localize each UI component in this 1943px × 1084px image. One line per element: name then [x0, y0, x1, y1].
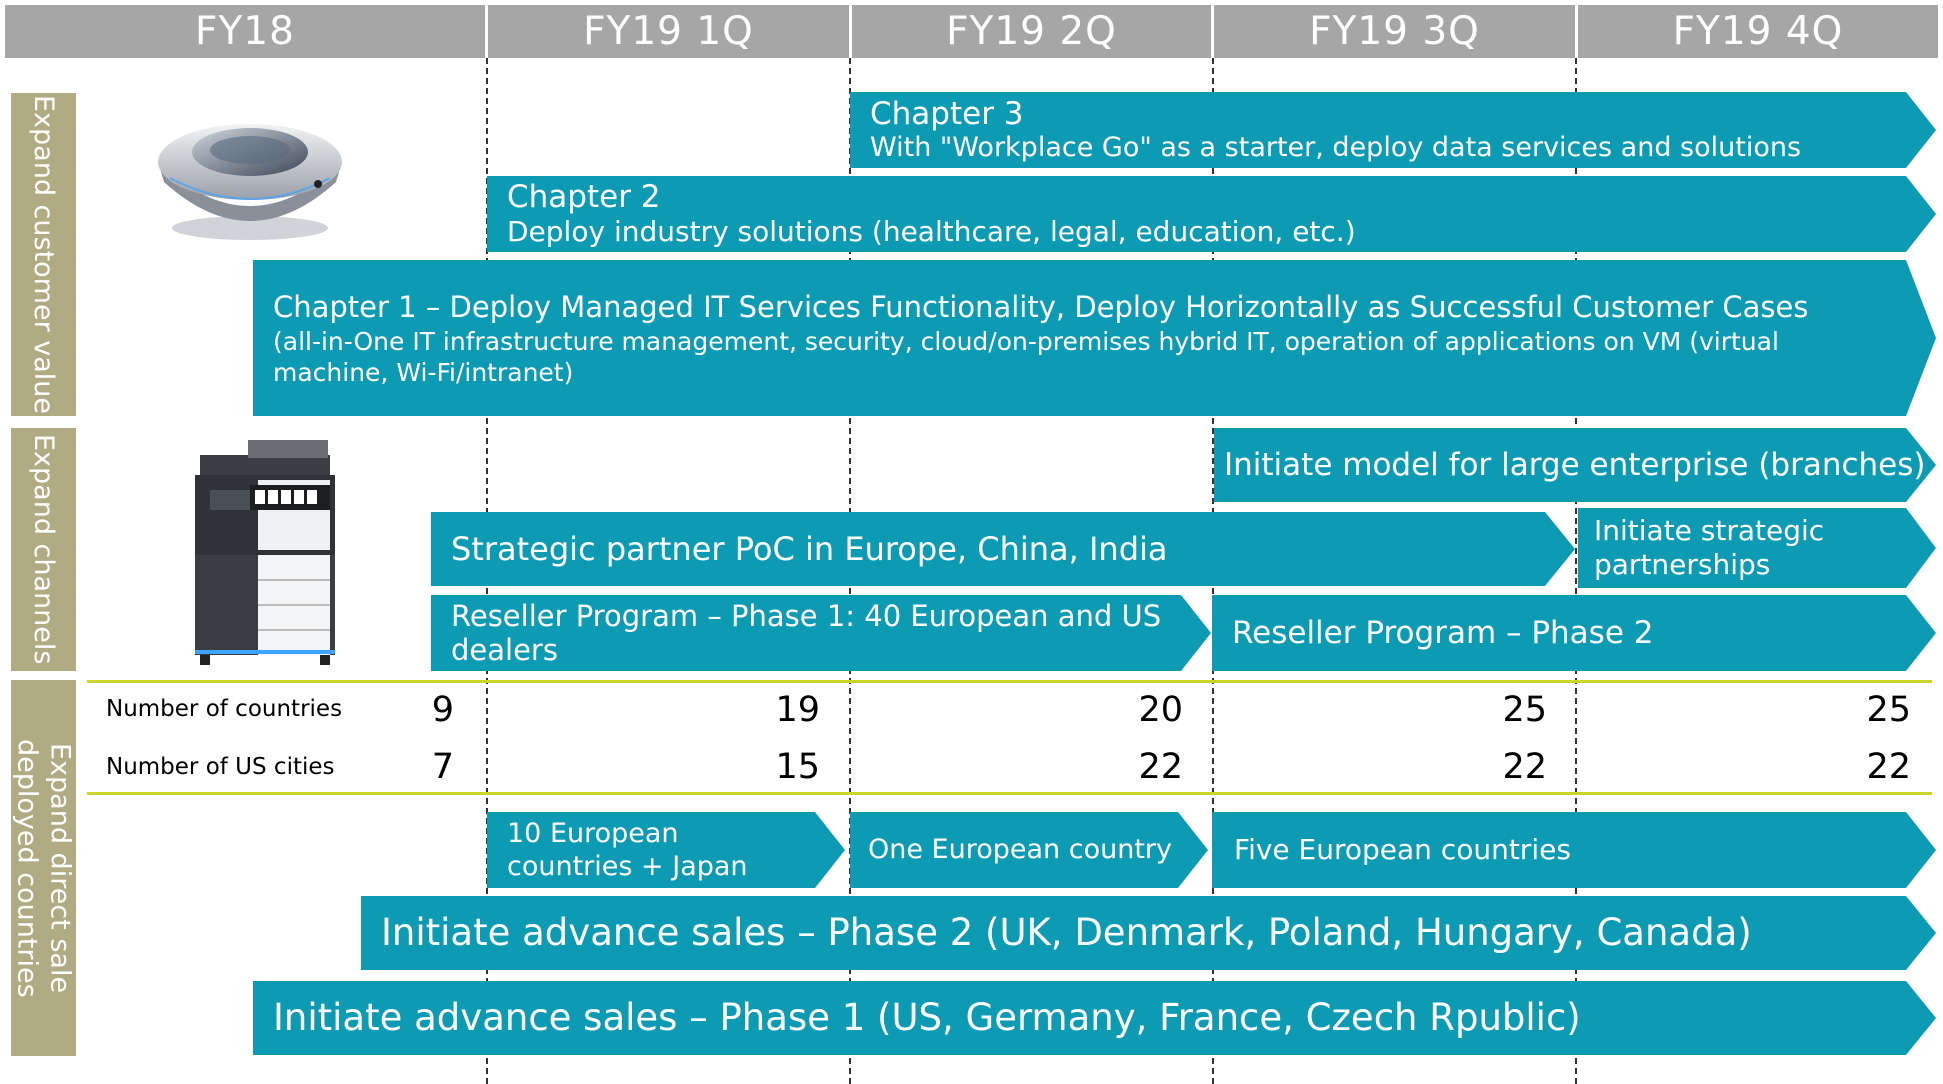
header-label: FY19 4Q	[1672, 9, 1844, 54]
one-eu-arrow: One European country	[850, 812, 1208, 888]
cities-value: 22	[1502, 747, 1547, 787]
strategic-partnerships-arrow: Initiate strategic partnerships	[1578, 508, 1936, 588]
large-enterprise-label: Initiate model for large enterprise (bra…	[1224, 447, 1926, 483]
countries-value: 19	[775, 690, 820, 730]
advance-sales-phase2-label: Initiate advance sales – Phase 2 (UK, De…	[381, 911, 1752, 954]
stats-bottom-rule	[87, 792, 1932, 795]
header-label: FY19 1Q	[583, 9, 754, 54]
chapter3-title: Chapter 3	[870, 96, 1024, 132]
countries-value: 25	[1866, 690, 1911, 730]
chapter3-arrow: Chapter 3 With "Workplace Go" as a start…	[850, 92, 1936, 168]
chapter1-description: (all-in-One IT infrastructure management…	[273, 327, 1779, 387]
advance-sales-phase1-arrow: Initiate advance sales – Phase 1 (US, Ge…	[253, 981, 1936, 1055]
countries-value: 20	[1138, 690, 1183, 730]
five-eu-label: Five European countries	[1234, 833, 1571, 866]
multifunction-printer-icon	[190, 435, 340, 670]
workplace-hub-device-icon	[150, 100, 350, 250]
header-fy19-2q: FY19 2Q	[852, 5, 1211, 58]
countries-value: 25	[1502, 690, 1547, 730]
header-fy18: FY18	[5, 5, 485, 58]
strategic-partnerships-label: Initiate strategic partnerships	[1594, 514, 1825, 581]
cities-value: 7	[431, 747, 454, 787]
header-fy19-4q: FY19 4Q	[1578, 5, 1938, 58]
countries-value: 9	[431, 690, 454, 730]
advance-sales-phase2-arrow: Initiate advance sales – Phase 2 (UK, De…	[361, 896, 1936, 970]
chapter2-title: Chapter 2	[507, 179, 661, 215]
header-label: FY18	[195, 9, 295, 54]
large-enterprise-arrow: Initiate model for large enterprise (bra…	[1214, 428, 1936, 502]
one-eu-label: One European country	[868, 834, 1173, 865]
eu10-japan-arrow: 10 European countries + Japan	[487, 812, 845, 888]
cities-label: Number of US cities	[106, 754, 335, 780]
cities-value: 15	[775, 747, 820, 787]
header-fy19-3q: FY19 3Q	[1214, 5, 1575, 58]
five-eu-arrow: Five European countries	[1212, 812, 1936, 888]
quarter-divider	[1575, 58, 1577, 1084]
stats-top-rule	[87, 680, 1932, 683]
cities-value: 22	[1138, 747, 1183, 787]
reseller-phase1-label: Reseller Program – Phase 1: 40 European …	[451, 599, 1162, 667]
eu10-japan-label: 10 European countries + Japan	[507, 818, 748, 882]
section-label-direct-sale: Expand direct sale deployed countries	[11, 680, 76, 1056]
chapter2-arrow: Chapter 2 Deploy industry solutions (hea…	[487, 176, 1936, 252]
header-fy19-1q: FY19 1Q	[488, 5, 849, 58]
reseller-phase2-label: Reseller Program – Phase 2	[1232, 615, 1654, 651]
strategic-poc-label: Strategic partner PoC in Europe, China, …	[451, 530, 1168, 568]
advance-sales-phase1-label: Initiate advance sales – Phase 1 (US, Ge…	[273, 996, 1581, 1039]
reseller-phase1-arrow: Reseller Program – Phase 1: 40 European …	[431, 595, 1211, 671]
reseller-phase2-arrow: Reseller Program – Phase 2	[1212, 595, 1936, 671]
chapter2-description: Deploy industry solutions (healthcare, l…	[507, 215, 1356, 248]
chapter1-title: Chapter 1 – Deploy Managed IT Services F…	[273, 290, 1809, 324]
chapter3-description: With "Workplace Go" as a starter, deploy…	[870, 132, 1802, 163]
cities-value: 22	[1866, 747, 1911, 787]
chapter1-arrow: Chapter 1 – Deploy Managed IT Services F…	[253, 260, 1936, 416]
strategic-poc-arrow: Strategic partner PoC in Europe, China, …	[431, 512, 1575, 586]
header-label: FY19 2Q	[946, 9, 1117, 54]
section-label-channels: Expand channels	[11, 428, 76, 671]
header-label: FY19 3Q	[1309, 9, 1480, 54]
section-label-customer-value: Expand customer value	[11, 93, 76, 416]
countries-label: Number of countries	[106, 696, 343, 722]
